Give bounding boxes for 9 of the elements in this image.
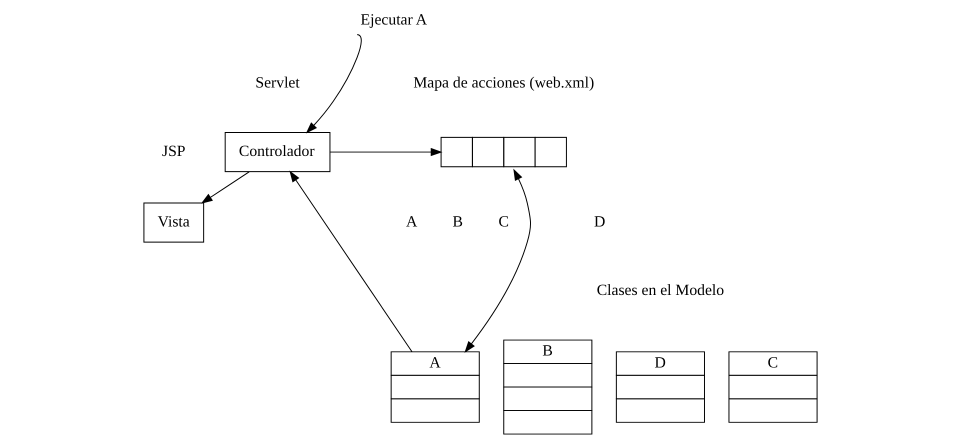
label: A <box>406 213 417 230</box>
node-label: JSP <box>162 142 186 160</box>
label: Clases en el Modelo <box>596 282 724 299</box>
node-label: Servlet <box>254 74 300 92</box>
node-label: Mapa de acciones (web.xml) <box>412 74 594 92</box>
edge-label: Ejecutar A <box>360 11 427 28</box>
label: D <box>594 213 605 230</box>
label: C <box>498 213 508 230</box>
label: B <box>452 213 462 230</box>
